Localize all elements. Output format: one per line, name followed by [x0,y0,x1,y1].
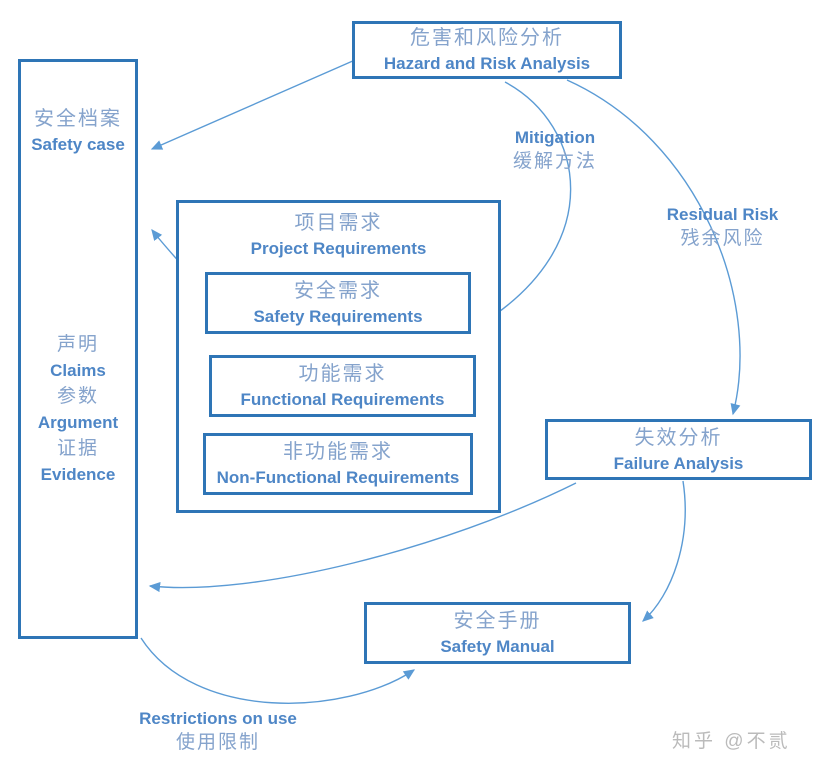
project-requirements-zh: 项目需求 [294,212,383,234]
hazard-title-en: Hazard and Risk Analysis [383,54,591,73]
functional-requirements-zh: 功能需求 [298,363,387,385]
failure-analysis-en: Failure Analysis [613,453,744,473]
hazard-title-zh: 危害和风险分析 [410,27,564,49]
restrictions-label-zh: 使用限制 [175,732,260,753]
arrow-failure-analysis-to-safety-manual [642,480,686,622]
safety-case-detail-claims-zh: 声明 [56,334,99,355]
arrow-hazard-to-safety-case [150,59,356,150]
non-functional-requirements-zh: 非功能需求 [283,441,393,463]
residual-risk-label-en: Residual Risk [666,205,779,224]
safety-case-title-en: Safety case [31,135,125,154]
safety-case-title-zh: 安全档案 [34,108,122,130]
residual-risk-label: Residual Risk 残余风险 [655,203,790,251]
non-functional-requirements-box: 非功能需求 Non-Functional Requirements [203,433,473,495]
safety-manual-box: 安全手册 Safety Manual [364,602,631,664]
mitigation-label-zh: 缓解方法 [512,151,597,172]
safety-case-detail-claims-en: Claims [50,361,106,380]
functional-requirements-box: 功能需求 Functional Requirements [209,355,476,417]
project-requirements-title: 项目需求 Project Requirements [179,210,498,260]
restrictions-on-use-label: Restrictions on use 使用限制 [123,707,313,755]
safety-case-detail-evidence-zh: 证据 [56,438,99,459]
failure-analysis-box: 失效分析 Failure Analysis [545,419,812,480]
safety-case-detail-argument-en: Argument [37,413,119,432]
safety-requirements-zh: 安全需求 [294,280,382,302]
safety-manual-zh: 安全手册 [453,610,542,632]
safety-case-box: 安全档案 Safety case 声明 Claims 参数 Argument 证… [18,59,138,639]
hazard-risk-analysis-box: 危害和风险分析 Hazard and Risk Analysis [352,21,622,79]
mitigation-label-en: Mitigation [514,128,596,147]
safety-requirements-box: 安全需求 Safety Requirements [205,272,471,334]
failure-analysis-zh: 失效分析 [634,426,723,449]
safety-case-title: 安全档案 Safety case [21,106,135,156]
safety-case-detail-argument-zh: 参数 [56,386,99,407]
zhihu-watermark: 知乎 @不贰 [672,731,791,752]
non-functional-requirements-en: Non-Functional Requirements [216,468,460,487]
safety-requirements-en: Safety Requirements [253,307,423,326]
safety-case-detail-evidence-en: Evidence [40,465,116,484]
mitigation-label: Mitigation 缓解方法 [495,126,615,174]
restrictions-label-en: Restrictions on use [139,709,297,728]
residual-risk-label-zh: 残余风险 [680,228,765,249]
safety-manual-en: Safety Manual [440,637,555,656]
project-requirements-en: Project Requirements [250,239,427,258]
functional-requirements-en: Functional Requirements [240,390,445,409]
safety-case-details: 声明 Claims 参数 Argument 证据 Evidence [21,332,135,488]
